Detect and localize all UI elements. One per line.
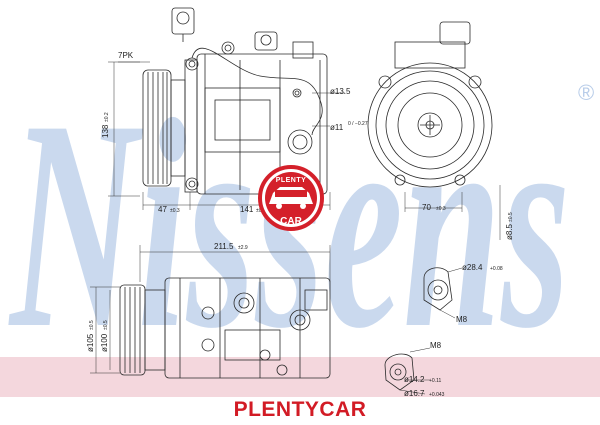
label-rear-width: 70 <box>422 203 431 212</box>
label-port-inner: ø11 <box>330 123 344 132</box>
label-offset-left-tol: ±0.3 <box>170 208 180 214</box>
label-height-main-tol: ±0.2 <box>104 112 110 122</box>
label-span-mid: 141 <box>240 205 254 214</box>
brand-caption: PLENTYCAR <box>233 398 367 421</box>
label-port-diameter: ø13.5 <box>330 87 351 96</box>
label-pulley-groove: ø100 <box>100 333 109 352</box>
label-fitting-b-outer: ø16.7 <box>404 389 425 398</box>
rear-housing <box>367 62 493 188</box>
label-rear-width-tol: ±0.3 <box>436 206 446 212</box>
label-overall-length: 211.5 <box>214 242 234 251</box>
stamp-top-text: PLENTY <box>276 177 307 184</box>
fitting-detail-a <box>423 267 453 311</box>
label-fitting-a-thread: M8 <box>456 315 468 324</box>
label-fitting-b-thread: M8 <box>430 341 442 350</box>
label-fitting-b-tol: +0.11 <box>429 378 441 384</box>
label-height-main: 138 <box>101 124 110 138</box>
label-bolt-hole-tol: ±0.5 <box>508 212 514 222</box>
compressor-bottom-view <box>119 277 331 379</box>
label-pulley-groove-tol: ±0.5 <box>103 320 109 330</box>
label-pulley-diameter-tol: ±0.5 <box>89 320 95 330</box>
compressor-rear-view <box>367 21 493 188</box>
label-overall-length-tol: ±2.9 <box>238 245 248 251</box>
label-fitting-a-diameter: ø28.4 <box>462 263 483 272</box>
label-fitting-b-outer-tol: +0.043 <box>429 392 445 398</box>
label-pulley-ribs: 7PK <box>118 51 134 60</box>
label-offset-left: 47 <box>158 205 167 214</box>
label-fitting-b-diameter: ø14.2 <box>404 375 425 384</box>
label-pulley-diameter: ø105 <box>86 333 95 352</box>
plentycar-stamp-logo: PLENTY CAR <box>258 165 324 231</box>
registered-mark: ® <box>578 80 594 105</box>
label-bolt-hole: ø8.5 <box>505 223 514 240</box>
stamp-car-text: CAR <box>280 216 302 227</box>
label-port-inner-tol: 0 / −0.27 <box>348 121 368 127</box>
compressor-side-view <box>142 7 328 195</box>
label-fitting-a-tol: +0.08 <box>490 266 503 272</box>
fitting-detail-b <box>384 353 415 391</box>
